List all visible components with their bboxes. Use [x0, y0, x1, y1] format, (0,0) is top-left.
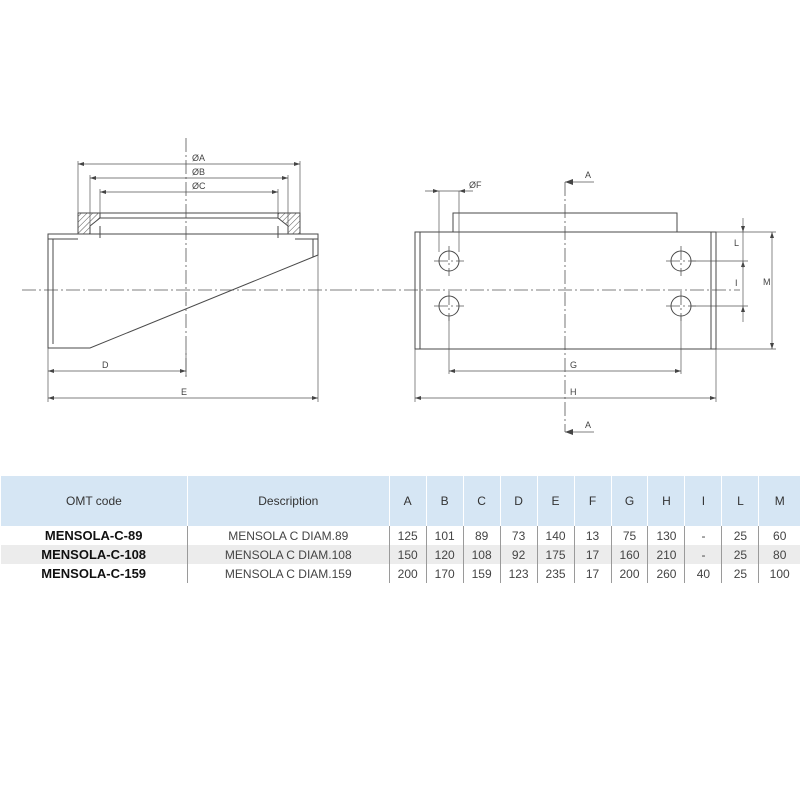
cell-a: 150	[388, 545, 427, 564]
cell-code: MENSOLA-C-108	[0, 545, 188, 564]
cell-f: 17	[573, 564, 612, 583]
header-m: M	[758, 476, 800, 526]
header-g: G	[610, 476, 648, 526]
cell-code: MENSOLA-C-89	[44, 528, 143, 543]
spec-table: OMT code Description A B C D E F G H I L…	[0, 476, 800, 583]
cell-e: 140	[536, 526, 575, 545]
header-description: Description	[186, 476, 390, 526]
cell-b: 170	[425, 564, 464, 583]
cell-description: MENSOLA C DIAM.108	[186, 545, 390, 564]
cell-i: 40	[684, 564, 722, 583]
label-dia-c: ØC	[192, 181, 206, 191]
header-a: A	[388, 476, 427, 526]
label-d: D	[102, 360, 109, 370]
cell-m: 60	[758, 526, 800, 545]
cell-a: 125	[388, 526, 427, 545]
cell-h: 260	[647, 564, 685, 583]
cell-c: 159	[462, 564, 501, 583]
label-dia-f: ØF	[469, 180, 482, 190]
technical-drawing: ØA ØB ØC D E	[22, 138, 776, 435]
cell-code: MENSOLA-C-159	[41, 566, 147, 581]
header-i: I	[684, 476, 722, 526]
mounting-plate	[414, 231, 717, 350]
cell-l: 25	[721, 564, 759, 583]
header-d: D	[499, 476, 538, 526]
table-row: MENSOLA-C-159 MENSOLA C DIAM.159 200 170…	[1, 564, 800, 583]
header-f: F	[573, 476, 612, 526]
table-row: MENSOLA-C-89 MENSOLA C DIAM.89 125 101 8…	[1, 526, 800, 545]
cell-description: MENSOLA C DIAM.159	[186, 564, 390, 583]
label-g: G	[570, 360, 577, 370]
header-b: B	[425, 476, 464, 526]
cell-c: 89	[462, 526, 501, 545]
cell-l: 25	[721, 545, 759, 564]
cell-d: 123	[499, 564, 538, 583]
cell-b: 120	[425, 545, 464, 564]
cell-d: 73	[499, 526, 538, 545]
cell-i: -	[684, 545, 722, 564]
cell-e: 235	[536, 564, 575, 583]
bracket-body-outline	[47, 233, 319, 349]
header-omt-code: OMT code	[0, 476, 188, 526]
cell-h: 130	[647, 526, 685, 545]
ring-section-left	[77, 212, 101, 235]
table-row: MENSOLA-C-108 MENSOLA C DIAM.108 150 120…	[0, 545, 800, 564]
cell-f: 13	[573, 526, 612, 545]
cell-c: 108	[462, 545, 501, 564]
cell-i: -	[684, 526, 722, 545]
front-view: ØF A A G H L I	[338, 170, 776, 435]
cell-g: 160	[610, 545, 648, 564]
ring-section-right	[277, 212, 301, 235]
side-view: ØA ØB ØC D E	[22, 138, 338, 402]
cell-description: MENSOLA C DIAM.89	[186, 526, 390, 545]
header-l: L	[721, 476, 759, 526]
label-l: L	[734, 238, 739, 248]
cell-l: 25	[721, 526, 759, 545]
label-section-a-bottom: A	[585, 420, 591, 430]
header-c: C	[462, 476, 501, 526]
cell-a: 200	[388, 564, 427, 583]
label-section-a-top: A	[585, 170, 591, 180]
label-m: M	[763, 277, 771, 287]
label-h: H	[570, 387, 577, 397]
cell-f: 17	[573, 545, 612, 564]
cell-g: 75	[610, 526, 648, 545]
cell-d: 92	[499, 545, 538, 564]
table-header-row: OMT code Description A B C D E F G H I L…	[0, 476, 800, 526]
cell-m: 100	[758, 564, 800, 583]
cell-h: 210	[647, 545, 685, 564]
label-e: E	[181, 387, 187, 397]
label-dia-b: ØB	[192, 167, 205, 177]
cell-m: 80	[758, 545, 800, 564]
cell-e: 175	[536, 545, 575, 564]
label-dia-a: ØA	[192, 153, 205, 163]
cell-g: 200	[610, 564, 648, 583]
cell-b: 101	[425, 526, 464, 545]
header-e: E	[536, 476, 575, 526]
header-h: H	[647, 476, 685, 526]
label-i: I	[735, 278, 738, 288]
